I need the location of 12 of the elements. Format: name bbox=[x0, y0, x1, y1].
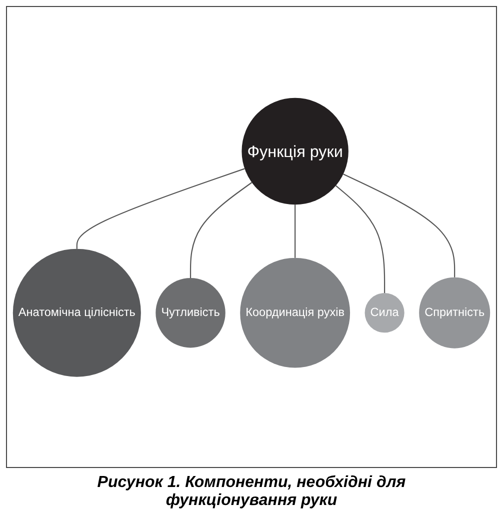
node-circle: Сила bbox=[364, 292, 404, 332]
connector bbox=[294, 204, 296, 258]
node-circle: Анатомічна цілісність bbox=[12, 248, 141, 376]
node-circle: Координація рухів bbox=[240, 258, 350, 368]
connector bbox=[190, 182, 252, 278]
connector bbox=[343, 173, 456, 277]
connector bbox=[76, 168, 245, 248]
node-circle: Функція руки bbox=[242, 98, 348, 204]
figure-caption: Рисунок 1. Компоненти, необхідні для функціонування руки bbox=[96, 474, 407, 510]
node-circle: Спритність bbox=[419, 276, 490, 348]
node-circle: Чутливість bbox=[156, 278, 226, 348]
connector bbox=[336, 184, 386, 293]
